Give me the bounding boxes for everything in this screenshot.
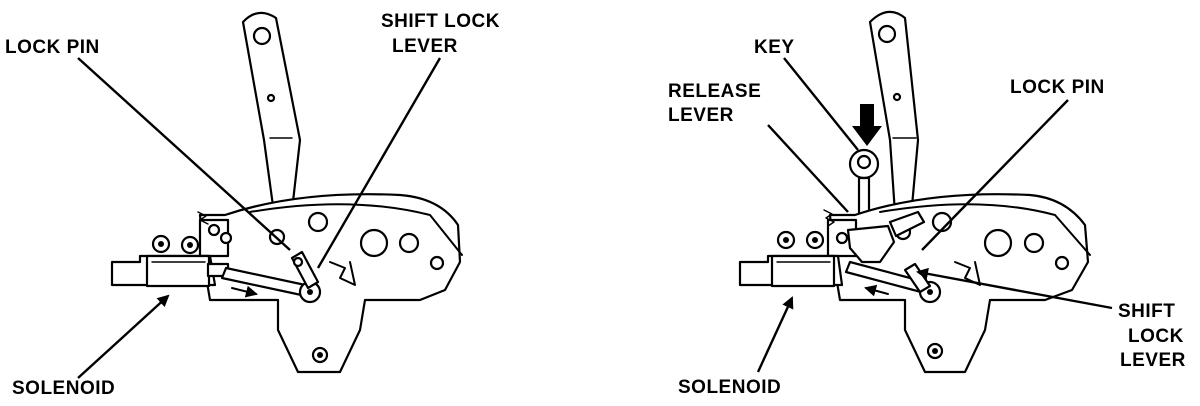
right-housing	[828, 193, 1091, 374]
left-shift-lock-lever-label-line2: LEVER	[392, 36, 458, 57]
left-shifter-assembly	[110, 11, 463, 374]
right-lock-pin-leader	[921, 99, 1069, 251]
left-solenoid-leader	[77, 294, 170, 379]
left-lock-pin-leader	[77, 57, 291, 251]
right-shifter-assembly	[738, 10, 1091, 374]
right-shift-lock-lever-label-line3: LEVER	[1120, 350, 1186, 371]
left-housing	[198, 193, 463, 374]
left-shift-lock-lever-label-line1: SHIFT LOCK	[381, 11, 500, 32]
left-lock-pin-label: LOCK PIN	[5, 37, 100, 58]
right-shift-lock-lever-label-line1: SHIFT	[1118, 301, 1175, 322]
right-shift-lock-lever-label-line2: LOCK	[1128, 326, 1184, 347]
right-key	[848, 104, 882, 224]
right-shift-lever-handle	[868, 10, 920, 230]
right-solenoid-label: SOLENOID	[678, 377, 781, 398]
right-release-lever	[823, 209, 926, 264]
right-release-lever-leader	[767, 124, 849, 213]
right-release-lever-label-line2: LEVER	[668, 105, 734, 126]
left-linkage-rod	[220, 250, 322, 304]
right-shift-lock-lever-leader	[916, 267, 1113, 310]
left-shift-lock-lever-leader	[316, 57, 442, 269]
right-solenoid	[738, 230, 844, 288]
right-lock-pin-label: LOCK PIN	[1010, 77, 1105, 98]
left-solenoid-label: SOLENOID	[12, 378, 115, 399]
right-solenoid-leader	[756, 296, 794, 373]
right-key-leader	[783, 57, 859, 151]
right-release-lever-label-line1: RELEASE	[668, 81, 761, 102]
left-bracket	[197, 211, 233, 258]
right-key-label: KEY	[754, 37, 795, 58]
right-linkage-rod	[844, 260, 942, 304]
left-shift-lever-handle	[241, 11, 302, 230]
